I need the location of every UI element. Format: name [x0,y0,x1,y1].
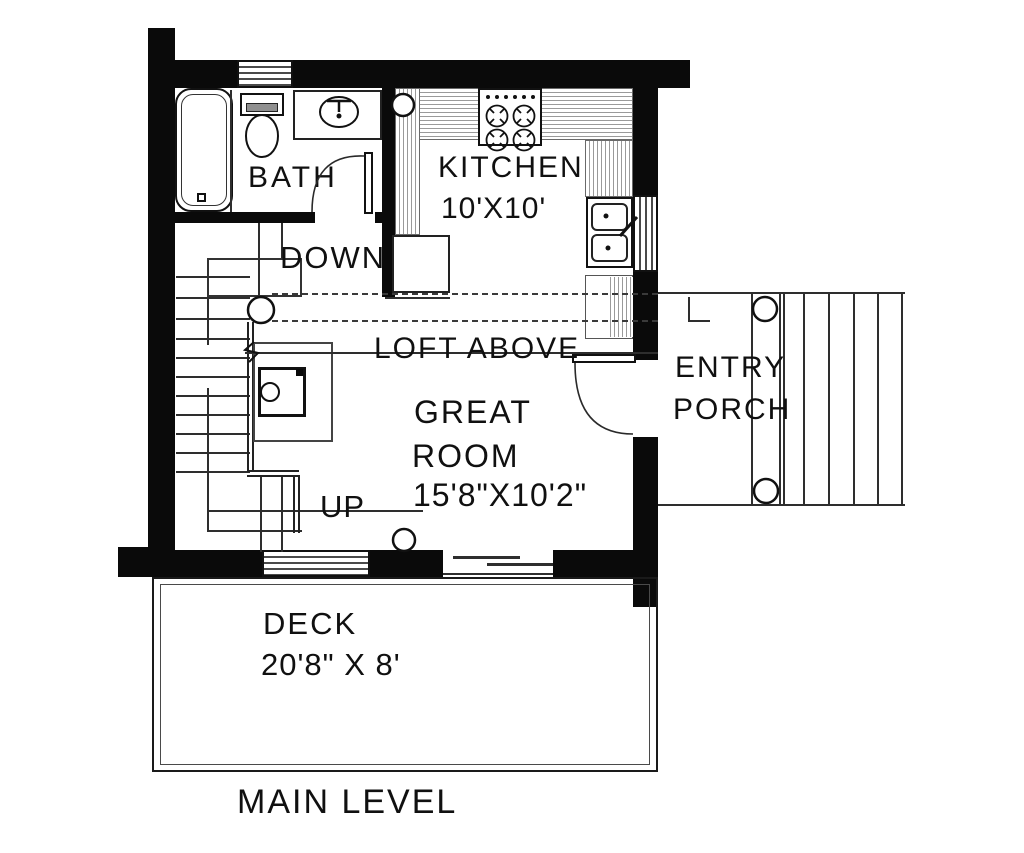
loft-dashed-line-upper [272,293,658,295]
entry-door-leaf [572,354,636,363]
stair-lower-line [260,477,262,552]
porch-step-line [828,293,830,505]
window-greatroom-icon [262,550,370,577]
porch-step-line [853,293,855,505]
stairwell-boundary [207,297,209,345]
porch-edge-top [658,292,905,294]
sink-basin-top [591,203,628,231]
stair-tread [176,376,250,378]
porch-step-line [803,293,805,505]
stair-tread [176,433,250,435]
bathtub-inner-line [181,94,227,206]
up-leader-line [207,510,423,512]
window-bath-icon [237,60,293,88]
stair-lower-line [281,477,283,552]
drawing-title: MAIN LEVEL [237,783,458,821]
toilet-bowl-icon [245,114,279,158]
stairwell-boundary [207,388,209,455]
wall-bottom-b [370,550,443,577]
room-label-room: ROOM [412,438,520,474]
sink-basin-bottom [591,234,628,262]
bath-vanity-icon [293,90,382,140]
stair-tread [176,276,250,278]
room-dims-kitchen: 10'X10' [441,192,547,225]
sliding-door-sill [443,573,553,575]
kitchen-counter-below-sink-hatch [607,277,633,337]
porch-post-icon [751,295,779,323]
kitchen-counter-right [585,140,633,197]
stair-flight-divider [258,258,260,297]
porch-post-icon [752,477,780,505]
stair-tread [176,452,250,454]
kitchen-counter-left [395,88,420,235]
sliding-door-panel-1 [453,556,520,559]
room-label-porch: PORCH [673,393,792,426]
wall-top-a [175,60,237,88]
kitchen-cabinet-underline [385,297,450,299]
porch-step-line [783,293,785,505]
stair-landing-line [207,530,302,532]
stair-corridor-line [258,223,260,258]
annotation-down: DOWN [280,240,387,275]
sliding-door-panel-2 [487,563,553,566]
wood-stove-damper [296,369,303,376]
stair-tread [176,357,250,359]
wall-top-b [293,60,690,88]
room-dims-deck: 20'8" X 8' [261,647,401,682]
stair-tread [176,318,250,320]
bathtub-drain [197,193,206,202]
porch-step-line [877,293,879,505]
room-label-entry: ENTRY [675,351,787,384]
room-label-kitchen: KITCHEN [438,151,584,184]
greatroom-post-icon [391,527,417,553]
tub-alcove-line [230,90,232,212]
deck-outline-inner [160,584,650,765]
room-label-great: GREAT [414,394,532,430]
stair-tread [176,471,250,473]
stair-newel-post-icon [246,295,276,325]
toilet-tank-lid [246,103,278,112]
room-dims-great-room: 15'8"X10'2" [413,477,588,513]
loft-edge-line [245,352,658,354]
deck-outline-outer [152,577,658,772]
wall-bottom-c [553,550,658,577]
entry-door-swing-arc [574,362,634,435]
wall-kitchen-divider [382,60,395,297]
stair-tread [176,297,250,299]
porch-edge-bottom [658,504,905,506]
wall-right-b [633,272,658,360]
wall-bath-interior [148,212,315,223]
porch-step-line [901,293,903,505]
hearth-outline [253,342,333,442]
stair-railing-return [293,475,300,533]
annotation-up: UP [320,489,366,524]
range-stove-icon [478,88,542,146]
loft-dashed-line-lower [272,320,658,322]
room-label-bath: BATH [248,161,338,194]
stair-tread [176,414,250,416]
porch-landing-notch-h [688,320,710,322]
stairwell-boundary [207,455,209,532]
room-label-deck: DECK [263,606,358,641]
porch-rail-line-2 [779,293,781,505]
stair-railing-horizontal [247,470,299,477]
wall-right-a [633,60,658,195]
wall-left [148,28,175,577]
kitchen-cabinet-peninsula [392,235,450,293]
porch-landing-notch-v [688,297,690,322]
stair-corridor-line [281,223,283,258]
porch-rail-line-1 [751,293,753,505]
window-kitchen-icon [633,195,658,272]
stair-tread [176,338,250,340]
annotation-loft-above: LOFT ABOVE [374,332,581,365]
stair-tread [176,395,250,397]
bath-door-leaf [364,152,373,214]
wall-bottom-a [118,550,262,577]
